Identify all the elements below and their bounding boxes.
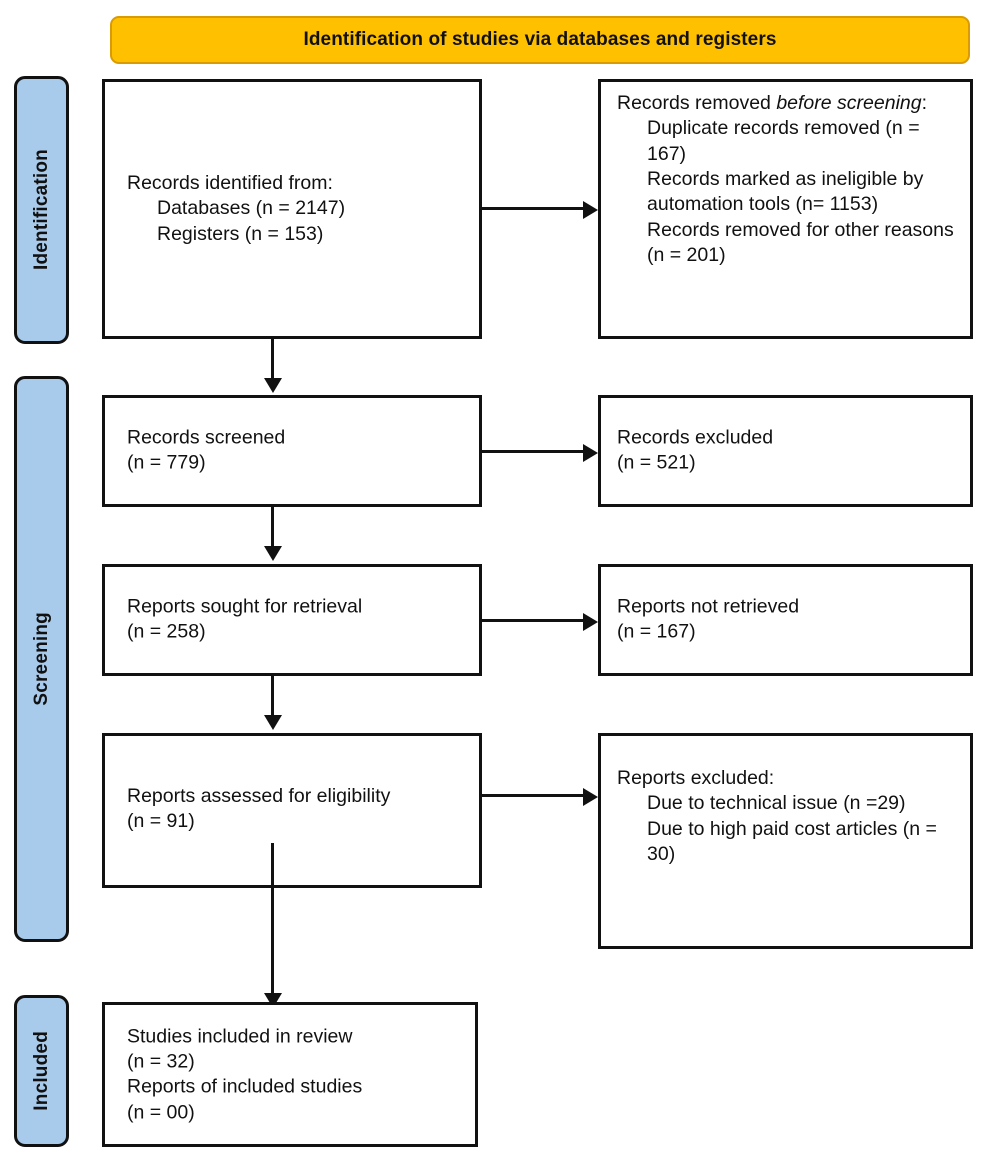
- records-removed-line-4: Records removed for other reasons (n = 2…: [647, 218, 954, 267]
- records-identified-line-3: Registers (n = 153): [157, 222, 324, 245]
- records-identified-line-1: Records identified from:: [127, 171, 333, 194]
- reports-excluded-line-2: Due to technical issue (n =29): [647, 792, 906, 815]
- studies-included-line-4: (n = 00): [127, 1100, 195, 1123]
- node-reports-not-retrieved-body: Reports not retrieved (n = 167): [617, 595, 962, 646]
- connector-sought-to-not-retrieved-line: [482, 619, 583, 622]
- connector-identified-to-removed-line: [482, 207, 583, 210]
- reports-not-retrieved-line-2: (n = 167): [617, 621, 696, 643]
- node-reports-sought-for-retrieval: Reports sought for retrieval (n = 258): [102, 564, 482, 676]
- diagram-title-text: Identification of studies via databases …: [303, 29, 777, 50]
- node-reports-assessed-for-eligibility: Reports assessed for eligibility (n = 91…: [102, 733, 482, 888]
- node-records-removed-before-screening: Records removed before screening: Duplic…: [598, 79, 973, 339]
- stage-label-included: Included: [14, 995, 69, 1147]
- reports-not-retrieved-line-1: Reports not retrieved: [617, 595, 800, 618]
- reports-excluded-line-1: Reports excluded:: [617, 767, 775, 789]
- records-identified-line-2: Databases (n = 2147): [157, 197, 346, 220]
- records-screened-line-2: (n = 779): [127, 452, 206, 474]
- node-records-screened-body: Records screened (n = 779): [127, 426, 469, 477]
- connector-screened-to-sought-line: [271, 507, 274, 548]
- records-removed-heading-colon: :: [921, 92, 928, 114]
- node-reports-excluded-body: Reports excluded: Due to technical issue…: [617, 766, 962, 867]
- reports-excluded-line-3: Due to high paid cost articles (n = 30): [647, 817, 937, 866]
- connector-assessed-to-excluded-arrow: [583, 788, 598, 806]
- node-records-excluded: Records excluded (n = 521): [598, 395, 973, 507]
- stage-label-identification: Identification: [14, 76, 69, 344]
- node-reports-assessed-body: Reports assessed for eligibility (n = 91…: [127, 784, 469, 835]
- node-records-removed-body: Records removed before screening: Duplic…: [617, 91, 962, 268]
- stage-label-screening-text: Screening: [30, 612, 52, 706]
- stage-label-screening: Screening: [14, 376, 69, 942]
- connector-screened-to-excluded-line: [482, 450, 583, 453]
- studies-included-line-1: Studies included in review: [127, 1024, 353, 1047]
- connector-sought-to-not-retrieved-arrow: [583, 613, 598, 631]
- records-removed-line-2: Duplicate records removed (n = 167): [647, 117, 920, 165]
- records-screened-line-1: Records screened: [127, 426, 286, 449]
- node-reports-excluded: Reports excluded: Due to technical issue…: [598, 733, 973, 949]
- connector-identified-to-removed-arrow: [583, 201, 598, 219]
- studies-included-line-3: Reports of included studies: [127, 1075, 363, 1098]
- node-reports-sought-body: Reports sought for retrieval (n = 258): [127, 595, 469, 646]
- node-records-identified-body: Records identified from: Databases (n = …: [127, 171, 469, 247]
- records-removed-heading-plain: Records removed: [617, 92, 777, 114]
- connector-identified-to-screened-line: [271, 339, 274, 380]
- node-records-screened: Records screened (n = 779): [102, 395, 482, 507]
- records-excluded-line-1: Records excluded: [617, 426, 774, 449]
- stage-label-identification-text: Identification: [30, 149, 52, 271]
- connector-screened-to-excluded-arrow: [583, 444, 598, 462]
- records-removed-heading-italic: before screening: [776, 92, 922, 114]
- connector-sought-to-assessed-line: [271, 676, 274, 717]
- connector-screened-to-sought-arrow: [264, 546, 282, 561]
- studies-included-line-2: (n = 32): [127, 1050, 195, 1073]
- connector-identified-to-screened-arrow: [264, 378, 282, 393]
- diagram-title-banner: Identification of studies via databases …: [110, 16, 970, 64]
- connector-assessed-to-excluded-line: [482, 794, 583, 797]
- reports-sought-line-1: Reports sought for retrieval: [127, 595, 363, 618]
- connector-assessed-to-included-line: [271, 843, 274, 995]
- records-excluded-line-2: (n = 521): [617, 452, 696, 474]
- reports-assessed-line-2: (n = 91): [127, 810, 195, 833]
- node-reports-not-retrieved: Reports not retrieved (n = 167): [598, 564, 973, 676]
- node-studies-included-body: Studies included in review (n = 32) Repo…: [127, 1024, 465, 1125]
- node-studies-included-in-review: Studies included in review (n = 32) Repo…: [102, 1002, 478, 1147]
- records-removed-heading: Records removed before screening:: [617, 91, 962, 116]
- node-records-excluded-body: Records excluded (n = 521): [617, 426, 962, 477]
- stage-label-included-text: Included: [30, 1031, 52, 1111]
- records-removed-line-3: Records marked as ineligible by automati…: [647, 168, 924, 216]
- reports-sought-line-2: (n = 258): [127, 621, 206, 643]
- reports-assessed-line-1: Reports assessed for eligibility: [127, 785, 391, 807]
- node-records-identified: Records identified from: Databases (n = …: [102, 79, 482, 339]
- connector-sought-to-assessed-arrow: [264, 715, 282, 730]
